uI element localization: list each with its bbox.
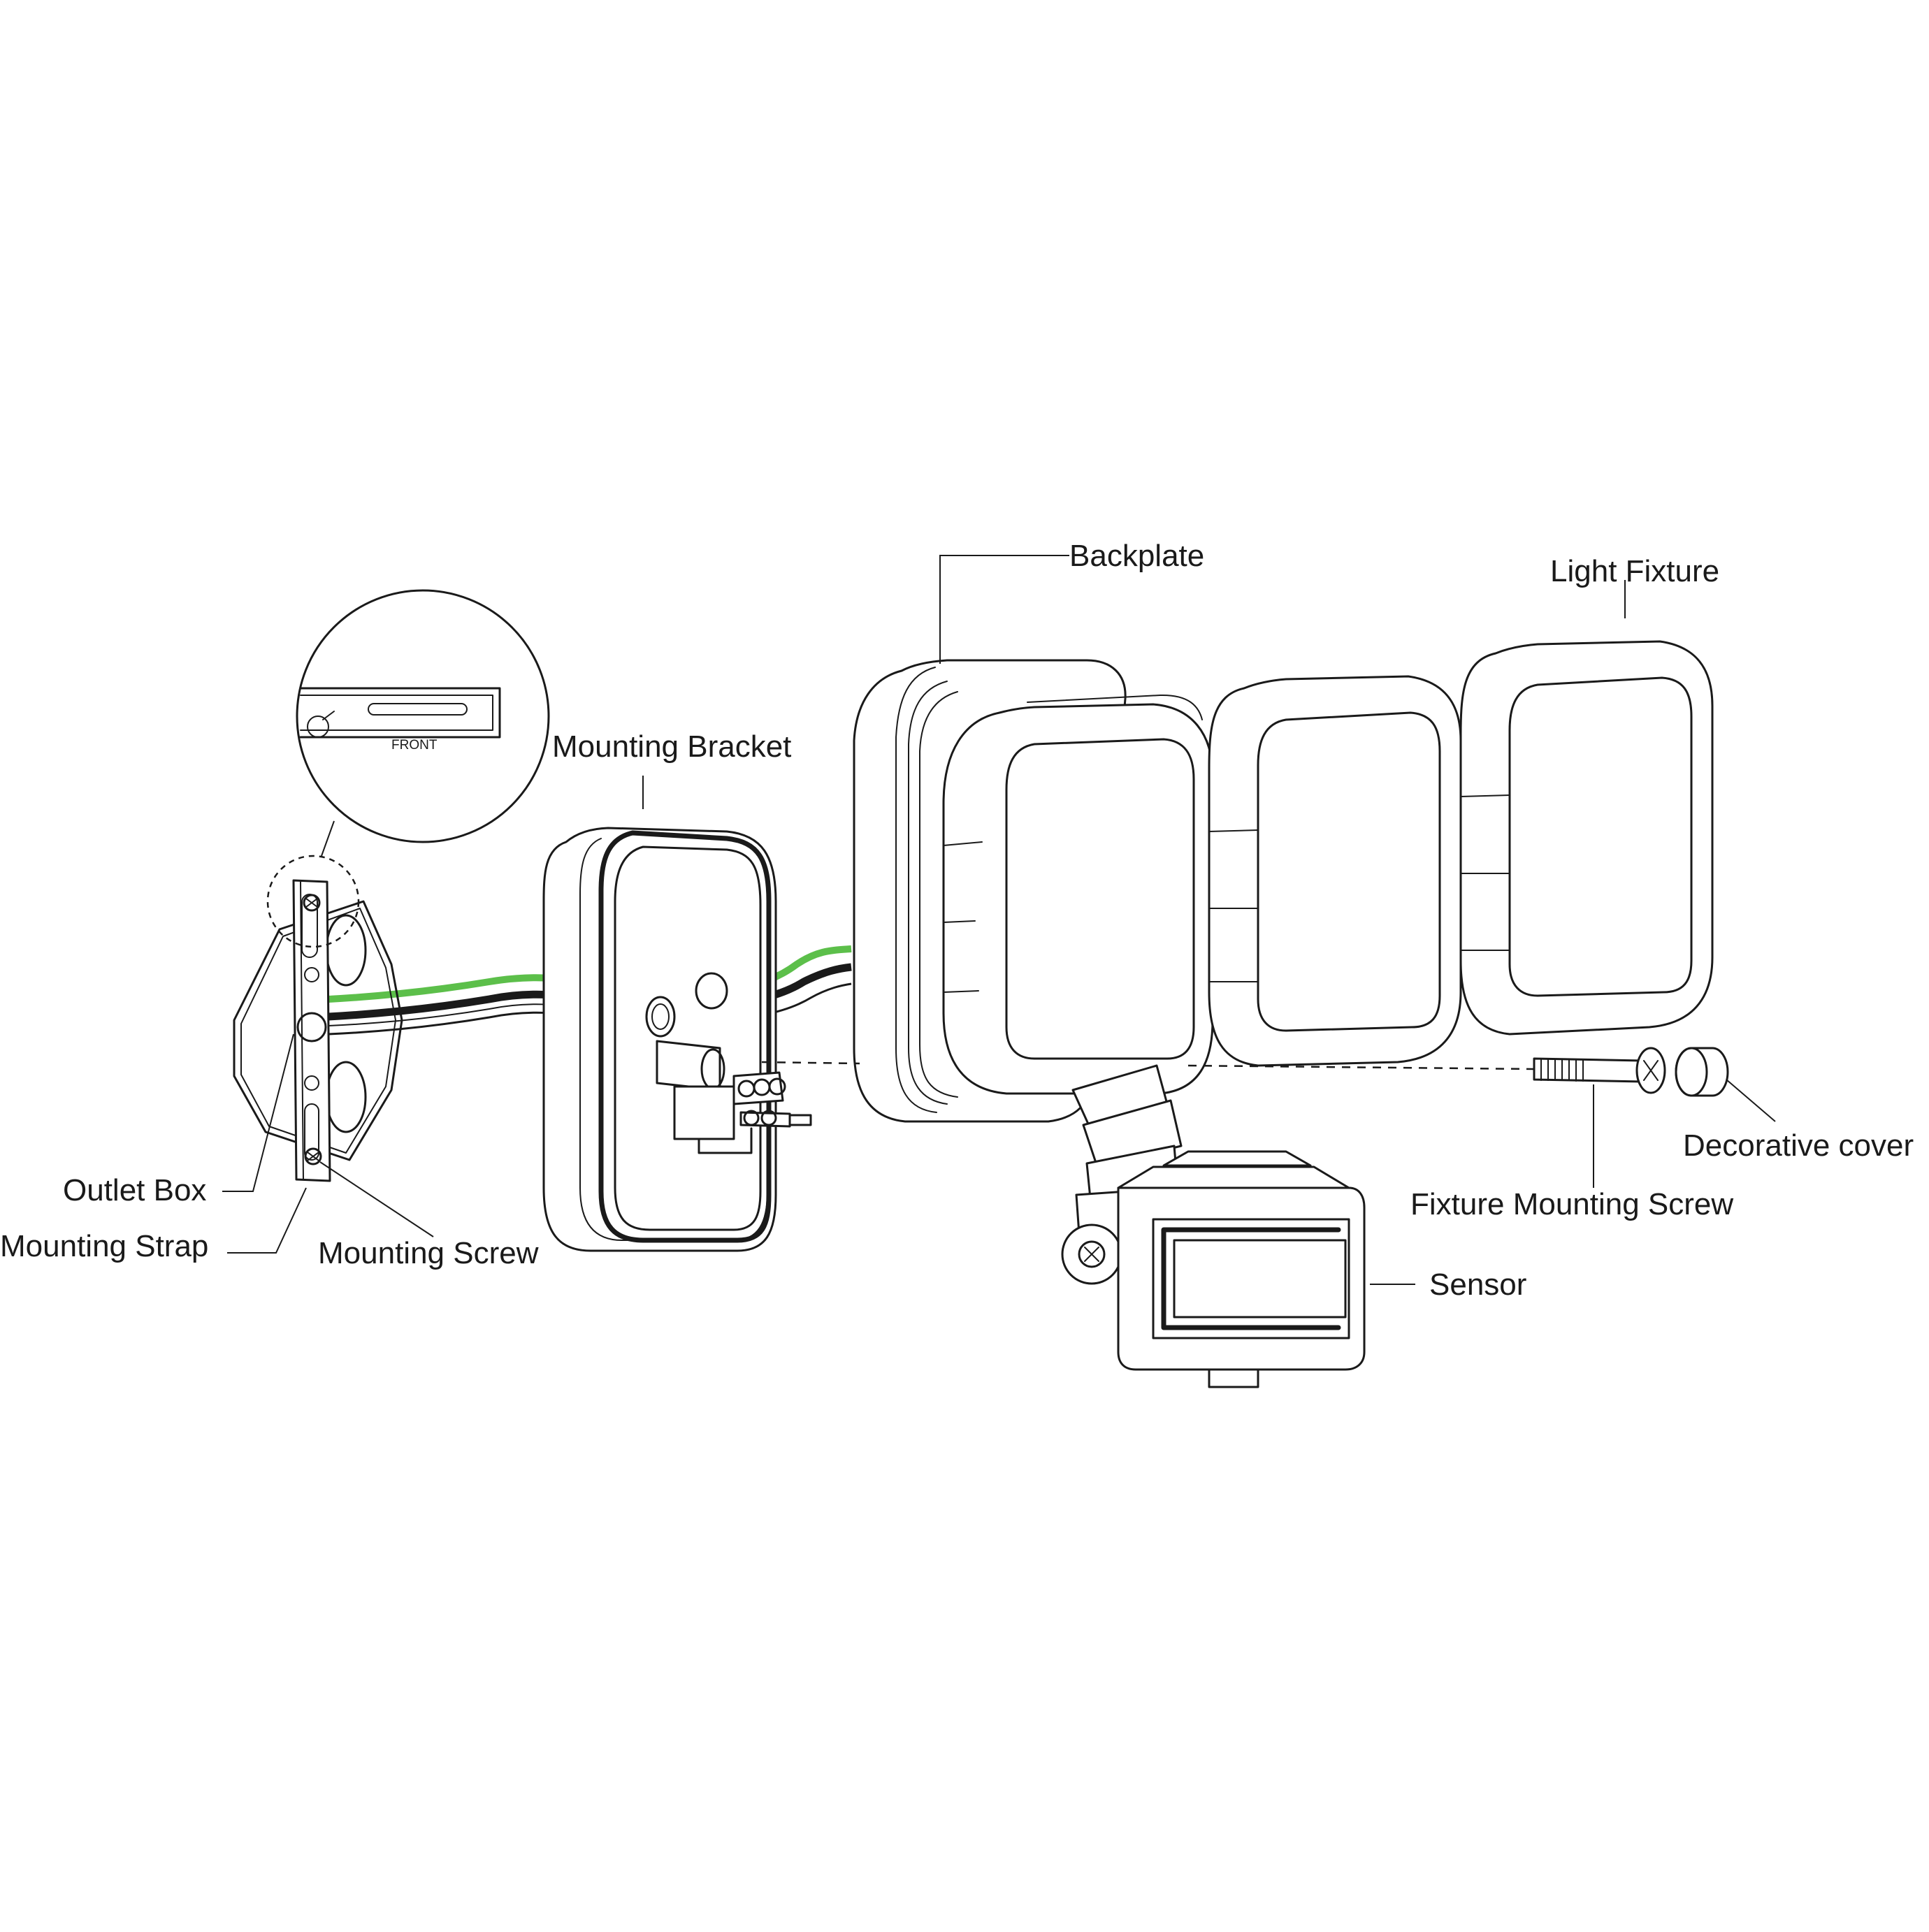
ground-wire (328, 974, 553, 1003)
mounting-bracket (542, 827, 777, 1252)
detail-leader (321, 820, 335, 857)
light-head-right (1459, 640, 1714, 1036)
mounting-strap-leader (227, 1187, 307, 1254)
decorative-cover-leader (1726, 1079, 1776, 1122)
neutral-wire-inner (328, 1003, 553, 1026)
front-marking-label: FRONT (391, 738, 438, 753)
light-head-left (942, 694, 1214, 1095)
mounting-screw-bottom (304, 1147, 322, 1165)
detail-callout-circle (266, 855, 360, 948)
outlet-box-leader (222, 1033, 294, 1192)
neutral-wire-outer (328, 1011, 553, 1036)
assembly-axis-line (761, 1061, 1535, 1070)
fixture-mounting-screw (1533, 1047, 1666, 1094)
hot-wire (328, 990, 553, 1021)
mounting-screw-top (303, 894, 321, 912)
strap-detail-magnifier: FRONT (296, 589, 550, 843)
label-fixture-mounting-screw: Fixture Mounting Screw (1410, 1187, 1733, 1221)
mounting-screw-leader (319, 1161, 434, 1237)
wire-connector-block (656, 1040, 812, 1154)
light-head-middle (1208, 675, 1462, 1067)
label-light-fixture: Light Fixture (1550, 554, 1719, 588)
label-backplate: Backplate (1069, 539, 1204, 573)
motion-sensor (1117, 1150, 1366, 1388)
label-sensor: Sensor (1429, 1268, 1526, 1302)
decorative-cover (1675, 1047, 1729, 1097)
label-mounting-bracket: Mounting Bracket (552, 729, 791, 764)
label-mounting-strap: Mounting Strap (0, 1229, 208, 1263)
backplate-leader (939, 555, 1069, 664)
mounting-strap (292, 879, 331, 1182)
label-decorative-cover: Decorative cover (1683, 1128, 1914, 1163)
label-outlet-box: Outlet Box (63, 1173, 206, 1207)
label-mounting-screw: Mounting Screw (318, 1236, 539, 1270)
